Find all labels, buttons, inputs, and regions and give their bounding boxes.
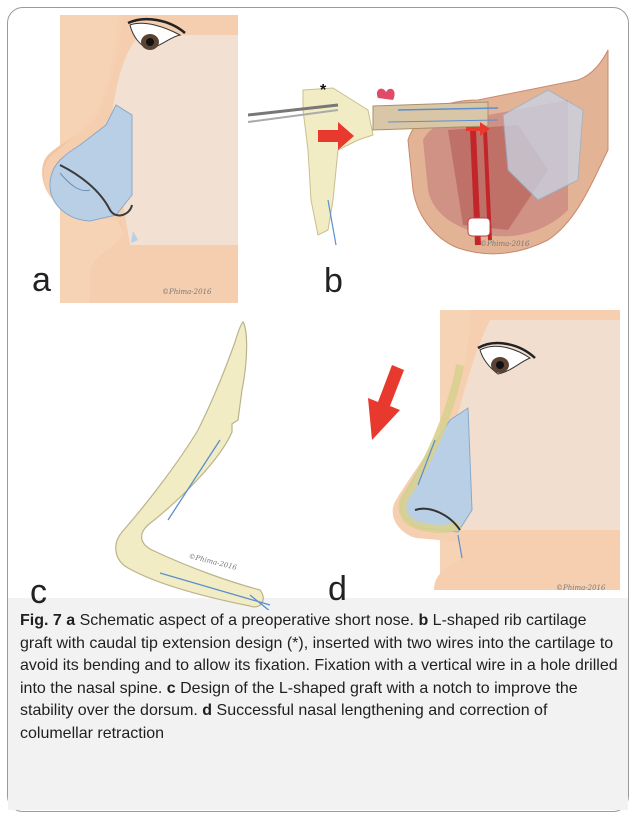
panel-c-illustration — [20, 320, 310, 610]
panel-a-credit: ©Phima-2016 — [162, 288, 211, 296]
panel-b-illustration — [248, 30, 618, 300]
panel-d: d ©Phima-2016 — [320, 310, 620, 600]
panel-d-credit: ©Phima-2016 — [556, 584, 605, 592]
panel-c-letter: c — [30, 575, 47, 609]
caption-text-a: Schematic aspect of a preoperative short… — [75, 612, 418, 629]
panel-b: * b ©Phima-2016 — [248, 30, 618, 300]
panel-a-letter: a — [32, 263, 51, 297]
panel-c: c ©Phima-2016 — [20, 320, 310, 610]
caption-key-c: c — [167, 680, 176, 697]
figure-caption: Fig. 7 a Schematic aspect of a preoperat… — [20, 610, 620, 745]
panel-b-credit: ©Phima-2016 — [480, 240, 529, 248]
caption-key-d: d — [202, 702, 212, 719]
caption-key-a: a — [66, 612, 75, 629]
panel-a: a ©Phima-2016 — [20, 15, 238, 305]
asterisk-marker: * — [320, 82, 326, 100]
panel-b-letter: b — [324, 264, 343, 298]
panel-a-illustration — [20, 15, 238, 305]
caption-key-b: b — [418, 612, 428, 629]
panel-d-illustration — [320, 310, 620, 600]
figure-label: Fig. 7 — [20, 612, 62, 629]
panel-d-letter: d — [328, 572, 347, 606]
